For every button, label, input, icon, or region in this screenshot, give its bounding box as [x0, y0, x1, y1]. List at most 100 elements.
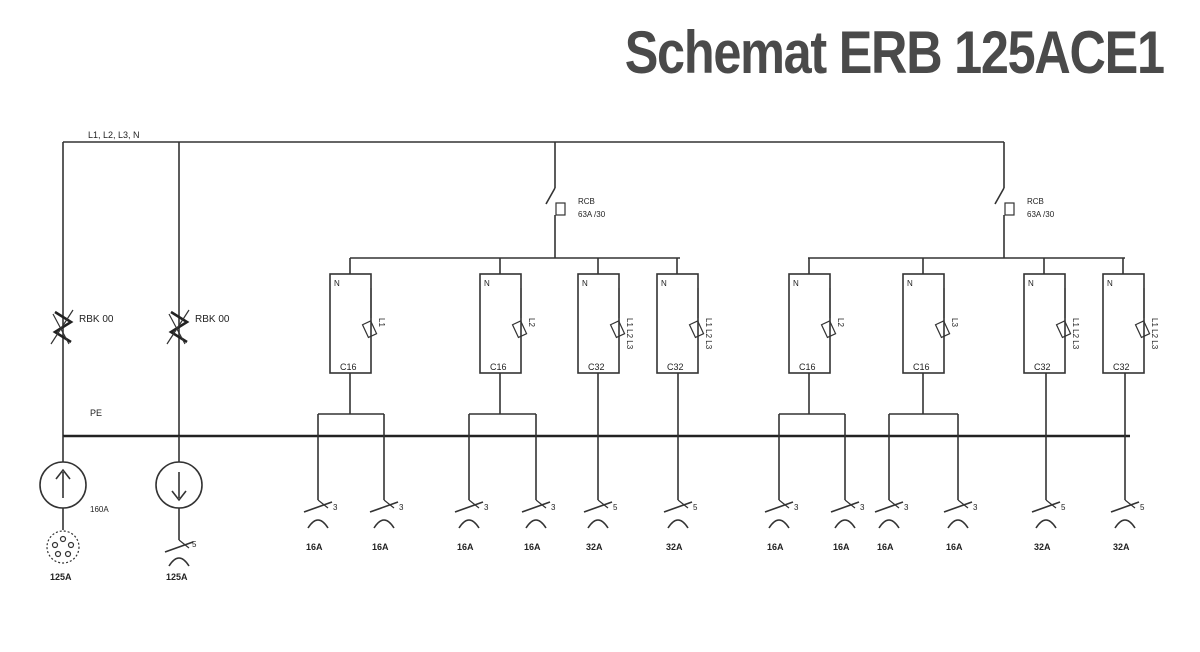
pe-label: PE: [90, 408, 102, 418]
outlet-poles: 5: [693, 503, 698, 512]
outlet-slash: [454, 501, 484, 513]
rcb-coil: [1004, 202, 1015, 216]
breaker-n-label: N: [334, 279, 340, 288]
outlet-slash: [583, 501, 613, 513]
outlet-slash: [943, 501, 973, 513]
fuse-symbol: [934, 320, 951, 339]
outlet-tick: [778, 499, 790, 509]
breaker-rating: C32: [1034, 362, 1051, 372]
breaker-n-label: N: [582, 279, 588, 288]
breaker-rating: C16: [913, 362, 930, 372]
outlet-rating: 32A: [1113, 542, 1130, 552]
outlet-tick: [597, 499, 609, 509]
outlet-rating: 16A: [877, 542, 894, 552]
socket-symbol: [525, 519, 547, 529]
socket-outlet: 3 16A: [454, 499, 489, 552]
outlet-rating: 16A: [372, 542, 389, 552]
main-input: 160A 125A: [39, 436, 109, 582]
output-rating: 125A: [166, 572, 188, 582]
outlet-poles: 5: [613, 503, 618, 512]
surge-stroke: [166, 309, 190, 345]
rcb-contact: [994, 187, 1005, 205]
outlet-group: [468, 373, 537, 500]
outlet-tick: [844, 499, 856, 509]
socket-icon: [46, 530, 80, 564]
outlet-rating: 16A: [833, 542, 850, 552]
rcb-rating: 63A /30: [578, 210, 606, 219]
fuse-symbol: [820, 320, 837, 339]
outlet-rating: 32A: [586, 542, 603, 552]
breaker-n-label: N: [907, 279, 913, 288]
socket-pin: [67, 541, 75, 549]
outlet-slash: [1031, 501, 1061, 513]
outlet-poles: 3: [333, 503, 338, 512]
breaker-phase: L1 L2 L3: [625, 318, 634, 350]
socket-symbol: [373, 519, 395, 529]
breaker-box: [1023, 273, 1066, 374]
outlet-slash: [521, 501, 551, 513]
outlet-rating: 16A: [524, 542, 541, 552]
socket-symbol: [947, 519, 969, 529]
outlet-group: [888, 373, 959, 500]
outlet-tick: [535, 499, 547, 509]
socket-symbol: [834, 519, 856, 529]
outlet-tick: [888, 499, 900, 509]
outlet-rating: 16A: [946, 542, 963, 552]
socket-symbol: [587, 519, 609, 529]
breaker-rating: C16: [799, 362, 816, 372]
input-rating: 125A: [50, 572, 72, 582]
breaker-phase: L3: [950, 318, 959, 327]
surge-protector: RBK 00: [166, 309, 230, 345]
outlet-poles: 5: [1061, 503, 1066, 512]
socket-outlet: 3 16A: [830, 499, 865, 552]
outlet-tick: [317, 499, 329, 509]
arrow-down-icon: [171, 472, 187, 502]
breaker-phase: L1 L2 L3: [1150, 318, 1159, 350]
surge-zigzag: [168, 310, 190, 344]
fuse-symbol: [688, 320, 705, 339]
rcb-contact: [545, 187, 556, 205]
rcb-coil: [555, 202, 566, 216]
breaker-phase: L2: [527, 318, 536, 327]
outlet-tick: [1045, 499, 1057, 509]
socket-pin: [51, 541, 59, 549]
outlet-poles: 3: [484, 503, 489, 512]
breaker-n-label: N: [1107, 279, 1113, 288]
rcb-rating: 63A /30: [1027, 210, 1055, 219]
breaker-rating: C32: [667, 362, 684, 372]
surge-zigzag: [52, 310, 74, 344]
outlet-slash: [1110, 501, 1140, 513]
meter-label: 160A: [90, 505, 109, 514]
socket-symbol: [1114, 519, 1136, 529]
outlet-group: [778, 373, 846, 500]
breaker-rating: C16: [340, 362, 357, 372]
outlet-rating: 16A: [457, 542, 474, 552]
outlet-poles: 3: [860, 503, 865, 512]
outlet-tick: [957, 499, 969, 509]
outlet-group: [317, 373, 385, 500]
outlet-tick: [677, 499, 689, 509]
fuse-symbol: [609, 320, 626, 339]
breaker-phase: L1 L2 L3: [1071, 318, 1080, 350]
surge-protector: RBK 00: [50, 309, 114, 345]
socket-symbol: [168, 557, 190, 567]
breaker-rating: C32: [1113, 362, 1130, 372]
socket-symbol: [307, 519, 329, 529]
breaker-n-label: N: [484, 279, 490, 288]
socket-symbol: [768, 519, 790, 529]
breaker-n-label: N: [661, 279, 667, 288]
socket-symbol: [458, 519, 480, 529]
breaker-phase: L1: [377, 318, 386, 327]
outlet-poles: 3: [399, 503, 404, 512]
outlet-slash: [663, 501, 693, 513]
